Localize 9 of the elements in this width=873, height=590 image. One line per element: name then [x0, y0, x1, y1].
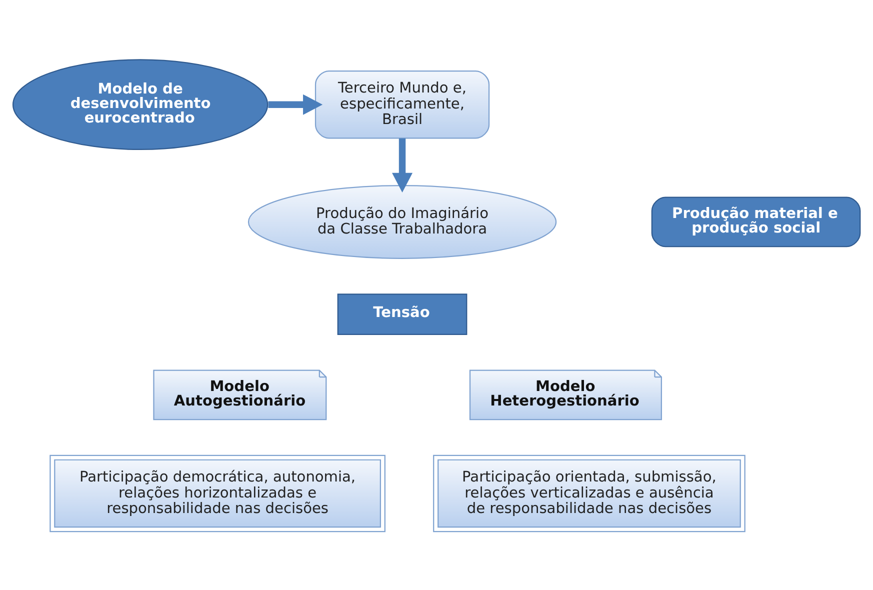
- node-box: Participação democrática, autonomia, relações horizontalizadas e responsabilidade nas decisões: [50, 454, 386, 532]
- node-ellipse: Produção do Imaginário da Classe Trabalhadora: [248, 184, 557, 258]
- node-ellipse: Modelo de desenvolvimento eurocentrado: [12, 58, 268, 150]
- arrow: [392, 138, 413, 192]
- arrow: [268, 94, 323, 114]
- node-box: Participação orientada, submissão, relações verticalizadas e ausência de responsabilidade nas decisões: [433, 454, 746, 532]
- node-box: Tensão: [337, 293, 468, 335]
- node-box: Produção material e produção social: [651, 196, 861, 247]
- node-box: Terceiro Mundo e, especificamente, Brasil: [314, 70, 490, 138]
